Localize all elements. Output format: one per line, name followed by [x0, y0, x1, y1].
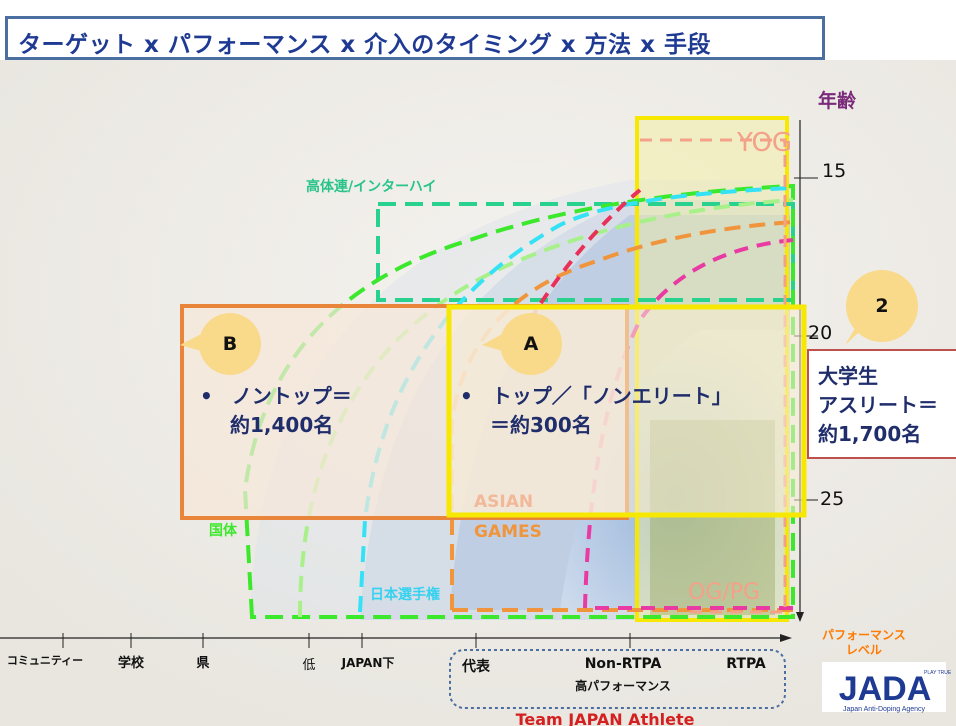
perf-tick-representative: 代表 — [462, 659, 490, 675]
age-axis-arrow — [796, 612, 804, 622]
performance-axis-label: パフォーマンス レベル — [822, 628, 906, 658]
group-b-line1: ノントップ＝ — [231, 384, 352, 408]
group-a-bullet: • — [460, 384, 473, 408]
group-a-line2: ＝約300名 — [490, 413, 592, 437]
jada-logo-text: JADA — [839, 670, 932, 708]
perf-tick-rtpa: RTPA — [726, 656, 766, 672]
badge-b: B — [199, 313, 261, 375]
team-japan-frame — [449, 649, 786, 709]
perf-tick-non-rtpa: Non-RTPA — [584, 656, 662, 672]
group-a-line1: トップ／「ノンエリート」 — [491, 384, 732, 408]
og-pg-top-curve — [528, 188, 642, 322]
koutairen-label: 高体連/インターハイ — [306, 179, 437, 195]
group-b-bullet: • — [200, 384, 213, 408]
group-a-text: • トップ／「ノンエリート」 ＝約300名 — [460, 382, 732, 440]
jada-logo-caption: Japan Anti-Doping Agency — [843, 706, 926, 713]
perf-tick-community: コミュニティー — [6, 654, 84, 667]
university-line1: 大学生 — [818, 364, 878, 388]
jada-logo: JADA PLAY TRUE Japan Anti-Doping Agency — [822, 662, 952, 713]
perf-tick-low: 低 — [302, 658, 316, 673]
performance-axis-label-line1: パフォーマンス — [822, 628, 906, 642]
team-japan-label: Team JAPAN Athlete — [515, 710, 695, 726]
university-line3: 約1,700名 — [818, 422, 922, 446]
page-title: ターゲット x パフォーマンス x 介入のタイミング x 方法 x 手段 — [18, 32, 711, 58]
badge-2: 2 — [846, 270, 918, 342]
performance-axis-ticks — [62, 633, 631, 648]
age-tick-15: 15 — [822, 160, 847, 182]
age-tick-25: 25 — [820, 488, 845, 510]
title-box: ターゲット x パフォーマンス x 介入のタイミング x 方法 x 手段 — [5, 16, 825, 60]
perf-tick-japan-lower: JAPAN下 — [341, 656, 395, 670]
group-b-line2: 約1,400名 — [230, 413, 334, 437]
university-line2: アスリート＝ — [818, 393, 938, 417]
performance-axis-arrow — [780, 634, 792, 642]
jada-logo-small: PLAY TRUE — [924, 670, 952, 676]
asian-games-label-2: GAMES — [474, 522, 542, 542]
perf-tick-prefecture: 県 — [196, 656, 210, 671]
university-box — [807, 349, 956, 459]
age-tick-20: 20 — [808, 322, 833, 344]
perf-tick-school: 学校 — [117, 656, 145, 671]
perf-sub-label: 高パフォーマンス — [575, 679, 671, 693]
kokutai-label: 国体 — [209, 523, 237, 539]
yog-label: YOG — [737, 128, 793, 158]
university-text: 大学生 アスリート＝ 約1,700名 — [818, 362, 938, 449]
badge-b-pointer — [180, 332, 205, 352]
nihon-senshuken-label: 日本選手権 — [370, 587, 440, 603]
group-b-text: • ノントップ＝ 約1,400名 — [200, 382, 352, 440]
og-pg-label: OG/PG — [688, 580, 761, 605]
asian-games-label-1: ASIAN — [474, 492, 534, 512]
age-axis-label: 年齢 — [818, 90, 857, 112]
badge-a: A — [500, 313, 562, 375]
performance-axis-label-line2: レベル — [845, 643, 882, 657]
